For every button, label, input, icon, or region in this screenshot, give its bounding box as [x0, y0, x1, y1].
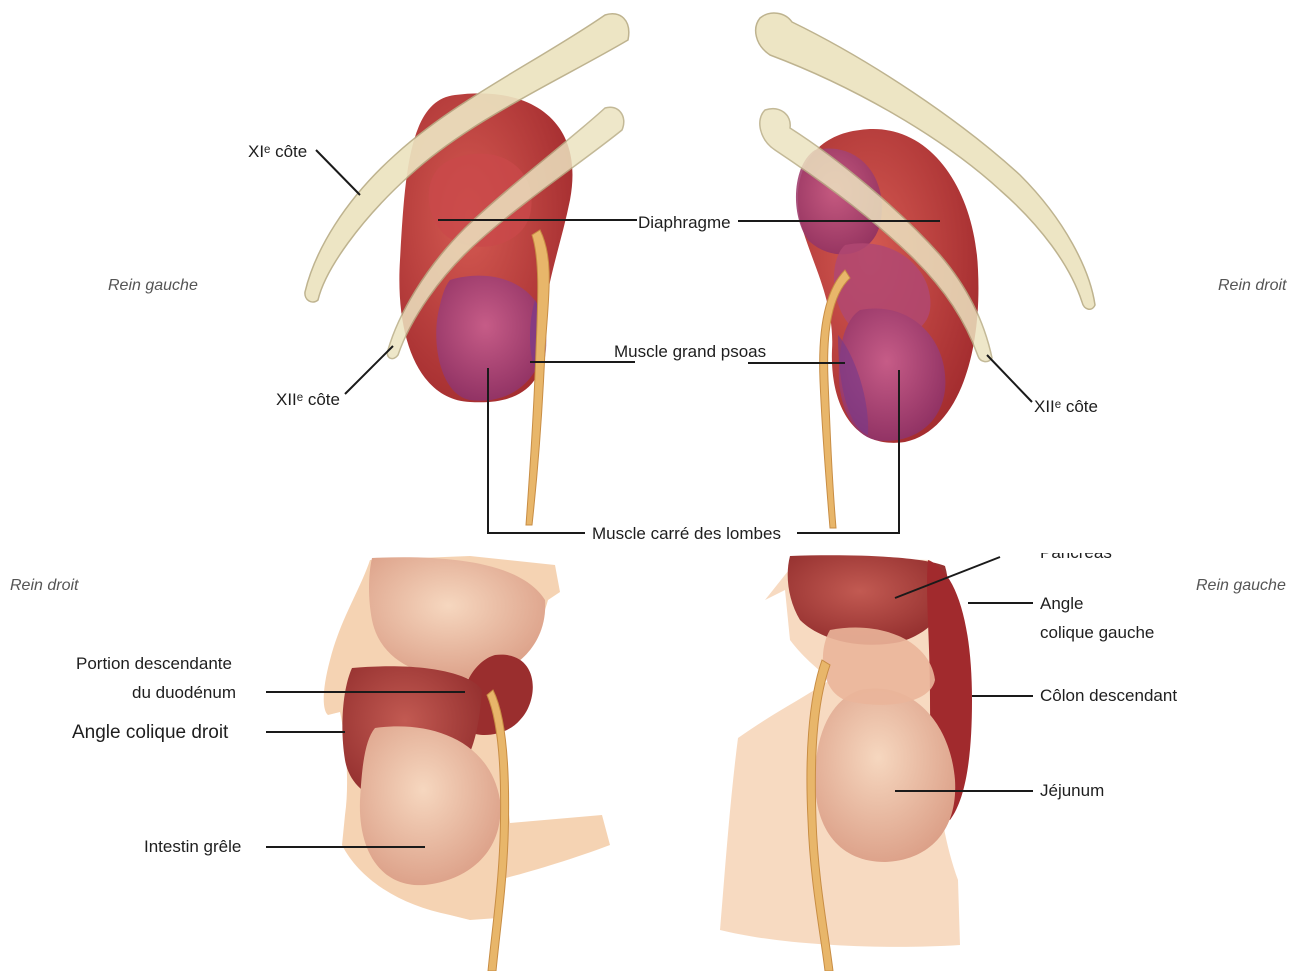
duodenum-label-line2: du duodénum — [132, 683, 236, 702]
panel-separator — [0, 541, 1314, 553]
small-intestine-label: Intestin grêle — [144, 837, 241, 856]
psoas-label: Muscle grand psoas — [614, 342, 766, 361]
duodenum-label-line1: Portion descendante — [76, 654, 232, 673]
leader-rib-11 — [316, 150, 360, 195]
bottom-side-right-label: Rein gauche — [1196, 577, 1286, 594]
leader-rib-12-left — [345, 346, 393, 394]
quadratus-label: Muscle carré des lombes — [592, 524, 781, 543]
rib-12-right-label: XIIᵉ côte — [1034, 397, 1098, 416]
rib-11-label: XIᵉ côte — [248, 142, 307, 161]
right-kidney-top — [796, 129, 979, 528]
top-side-right-label: Rein droit — [1218, 277, 1287, 294]
top-panel: Rein gauche Rein droit XIᵉ côte Diaphrag… — [108, 13, 1287, 543]
left-colic-label-line2: colique gauche — [1040, 623, 1154, 642]
bottom-left-drawing — [324, 556, 610, 971]
leader-rib-12-right — [987, 355, 1032, 402]
rib-12-left-label: XIIᵉ côte — [276, 390, 340, 409]
diaphragm-label: Diaphragme — [638, 213, 731, 232]
descending-colon-label: Côlon descendant — [1040, 686, 1177, 705]
left-colic-label-line1: Angle — [1040, 594, 1083, 613]
bottom-right-drawing — [720, 555, 972, 971]
top-side-left-label: Rein gauche — [108, 277, 198, 294]
bottom-side-left-label: Rein droit — [10, 577, 79, 594]
right-colic-label: Angle colique droit — [72, 722, 229, 743]
jejunum-label: Jéjunum — [1040, 781, 1104, 800]
bottom-panel: Rein droit Rein gauche Pancréas Portion … — [10, 543, 1286, 971]
